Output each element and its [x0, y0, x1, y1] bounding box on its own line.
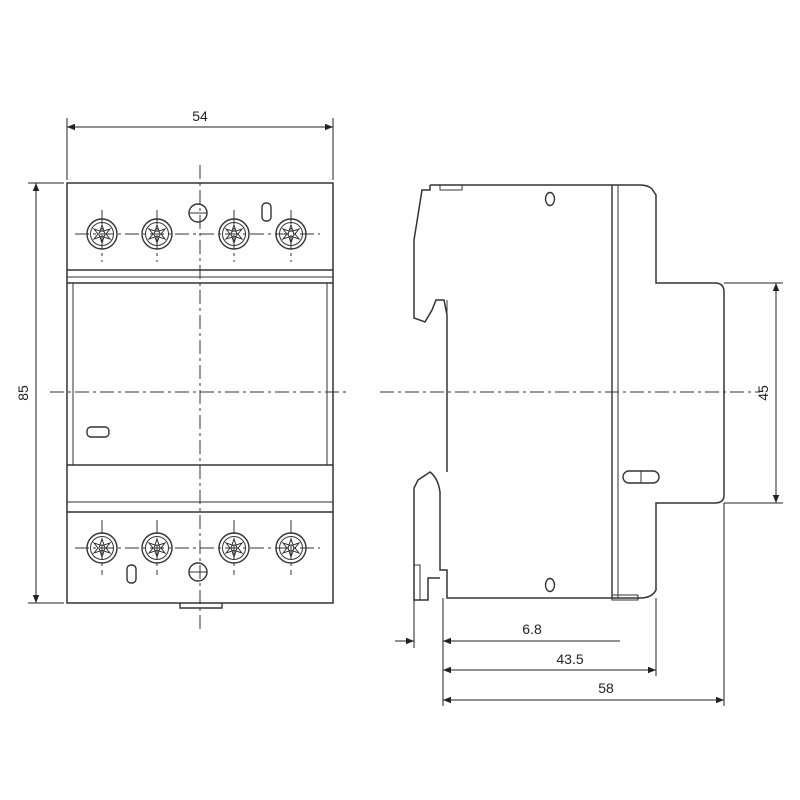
- dimension-depth-2: 58: [443, 680, 724, 704]
- dimension-depth-1: 43.5: [443, 651, 656, 674]
- dimension-width: 54: [66, 108, 334, 180]
- side-view: [380, 184, 760, 601]
- dimension-label-front-height: 45: [755, 385, 771, 401]
- dimension-label-offset: 6.8: [522, 621, 542, 637]
- dimension-label-height: 85: [15, 385, 31, 401]
- dimension-offset: 6.8: [395, 621, 620, 645]
- top-terminal-screws: [86, 202, 307, 250]
- status-indicator-slot: [86, 426, 110, 438]
- front-view: [50, 165, 350, 630]
- dimension-front-height: 45: [724, 282, 783, 504]
- dimension-label-depth-2: 58: [598, 680, 614, 696]
- dimension-label-width: 54: [192, 108, 208, 124]
- din-clip: [179, 603, 223, 609]
- dimension-height: 85: [15, 182, 64, 604]
- bottom-terminal-screws: [86, 532, 307, 584]
- dimension-label-depth-1: 43.5: [556, 651, 583, 667]
